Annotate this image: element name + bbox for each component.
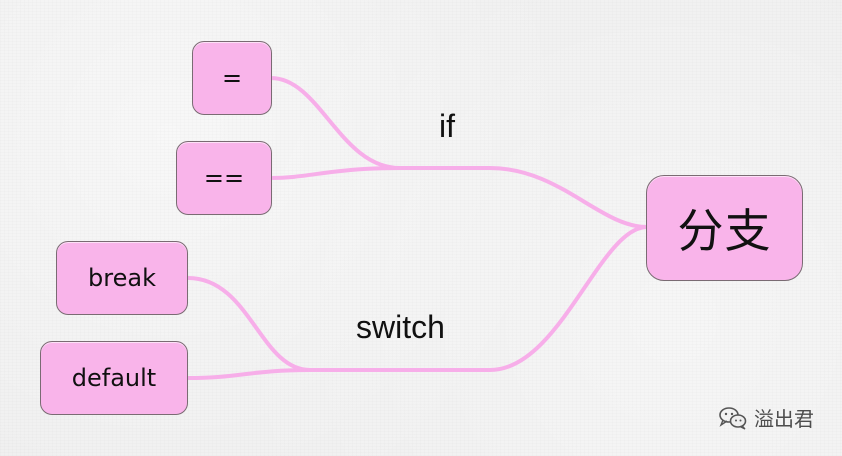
node-assign-operator[interactable]: =	[192, 41, 272, 115]
branch-label-if: if	[439, 108, 455, 144]
edge-if-to-assign	[269, 76, 402, 170]
node-label: default	[71, 364, 157, 392]
node-equality-operator[interactable]: ==	[176, 141, 272, 215]
node-break[interactable]: break	[56, 241, 188, 315]
node-label: break	[88, 264, 156, 292]
root-node-label: 分支	[677, 204, 772, 258]
edge-switch-to-break	[186, 276, 312, 372]
edge-switch-to-default	[186, 368, 312, 380]
edge-if-to-equal	[269, 166, 402, 180]
node-default[interactable]: default	[40, 341, 188, 415]
node-label: =	[221, 64, 243, 92]
node-label: ==	[203, 164, 245, 192]
chat-bubbles-icon	[719, 406, 747, 430]
branch-label-switch: switch	[356, 309, 445, 345]
watermark-text: 溢出君	[754, 407, 814, 431]
edge-root-to-switch	[308, 225, 649, 372]
root-node[interactable]: 分支	[646, 175, 803, 281]
watermark: 溢出君	[718, 403, 814, 432]
edge-root-to-if	[398, 166, 649, 229]
